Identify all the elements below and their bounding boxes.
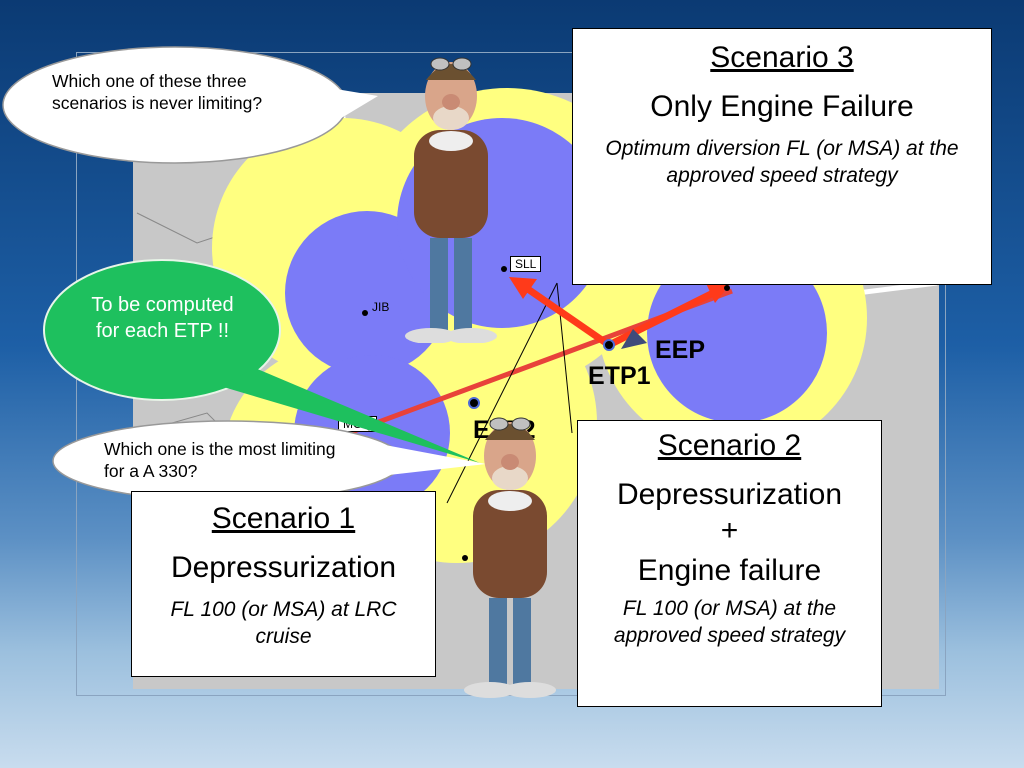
scenario2-line1: Depressurization [616, 478, 843, 511]
waypoint [462, 555, 468, 561]
waypoint-label-jib: JIB [372, 300, 390, 314]
sll-point [501, 266, 507, 272]
arrow-to-eep [607, 287, 719, 349]
scenario1-subtitle: Depressurization [170, 551, 397, 584]
arrowhead [509, 277, 537, 299]
scenario2-box: Scenario 2 Depressurization + Engine fai… [577, 420, 882, 707]
scenario1-box: Scenario 1 Depressurization FL 100 (or M… [131, 491, 436, 677]
aircraft-marker [621, 329, 647, 349]
callout-text-bottom: Which one is the most limiting for a A 3… [104, 439, 336, 482]
callout-bubble-green [43, 259, 480, 463]
label-eep: EEP [655, 336, 706, 364]
scenario3-box: Scenario 3 Only Engine Failure Optimum d… [572, 28, 992, 285]
scenario2-detail: FL 100 (or MSA) at the approved speed st… [613, 597, 846, 648]
jib-point [362, 310, 368, 316]
scenario1-title: Scenario 1 [211, 502, 356, 535]
eep-point [724, 285, 730, 291]
callout-bubble-top [2, 46, 378, 164]
waypoint-label-sll: SLL [510, 256, 542, 272]
callout-text-top: Which one of these three scenarios is ne… [52, 71, 263, 114]
pilot-character-bottom [464, 417, 556, 698]
scenario3-detail: Optimum diversion FL (or MSA) at the app… [605, 137, 959, 188]
callout-text-green: To be computed for each ETP !! [91, 294, 234, 343]
scenario2-title: Scenario 2 [657, 429, 802, 462]
etp1-point [603, 339, 615, 351]
scenario3-subtitle: Only Engine Failure [650, 90, 914, 123]
scenario2-plus: + [720, 514, 739, 547]
scenario1-detail: FL 100 (or MSA) at LRC cruise [170, 598, 397, 649]
label-etp1: ETP1 [588, 362, 651, 390]
etp2-point [468, 397, 480, 409]
pilot-character-top [405, 57, 497, 343]
scenario3-title: Scenario 3 [710, 41, 854, 74]
arrow-to-sll [520, 282, 611, 348]
scenario2-line2: Engine failure [637, 554, 822, 587]
